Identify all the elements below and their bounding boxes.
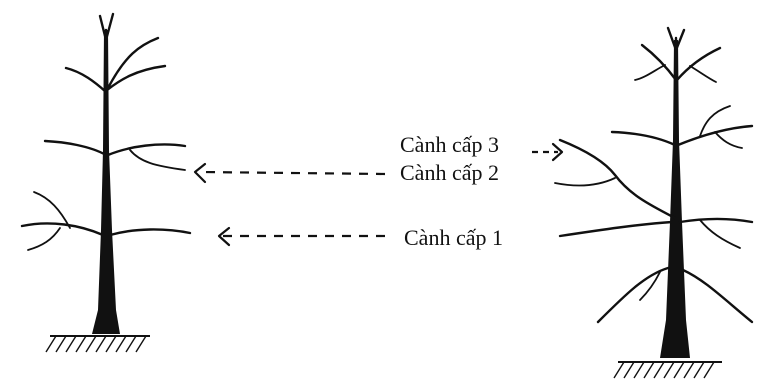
right-tree-middle-twigs	[699, 105, 743, 149]
right-tree-long-branch-twig	[554, 177, 616, 187]
label-branch-level-1: Cành cấp 1	[404, 225, 503, 250]
right-tree-lower-right-branch	[681, 268, 754, 324]
right-tree-middle-right-branch	[676, 124, 754, 147]
right-tree-level1-right-twig	[699, 219, 741, 249]
left-tree-level1-left-branch	[20, 222, 105, 237]
left-tree	[20, 12, 192, 353]
left-tree-trunk	[92, 30, 120, 334]
right-tree	[554, 26, 754, 379]
left-tree-top-branch	[98, 12, 115, 42]
label-branch-level-2: Cành cấp 2	[400, 160, 499, 185]
left-tree-upper-left-branch	[64, 66, 108, 94]
arrow-level1-head	[217, 226, 231, 247]
left-tree-level2-twig	[129, 149, 186, 171]
right-tree-lower-left-branch	[596, 266, 670, 324]
label-branch-level-3: Cành cấp 3	[400, 132, 499, 157]
right-tree-ground-hatch	[613, 361, 715, 379]
arrow-level2	[193, 162, 386, 184]
arrow-level1	[217, 226, 385, 247]
right-tree-upper-right-branch	[675, 46, 722, 82]
right-tree-upper-left-branch	[640, 43, 678, 82]
arrow-level3-head	[551, 142, 564, 162]
right-tree-trunk	[660, 40, 690, 358]
left-tree-level2-right-branch	[106, 143, 187, 157]
right-tree-long-branch	[558, 138, 677, 220]
right-tree-middle-left-branch	[610, 130, 677, 147]
left-tree-upper-branch	[105, 36, 167, 92]
left-tree-ground-hatch	[45, 335, 147, 353]
arrow-level2-head	[193, 162, 207, 184]
left-tree-level2-left-branch	[43, 139, 108, 157]
left-tree-level1-right-branch	[108, 228, 192, 237]
left-tree-level1-left-twig	[27, 191, 71, 251]
right-tree-lower-left-twig	[639, 271, 661, 301]
arrow-level2-line	[199, 170, 386, 176]
right-tree-level1-left-branch	[558, 220, 674, 238]
right-tree-level1-right-branch	[678, 217, 754, 224]
right-tree-top-branch	[666, 26, 686, 52]
arrow-level3	[532, 142, 564, 162]
right-tree-upper-twigs	[634, 64, 717, 83]
